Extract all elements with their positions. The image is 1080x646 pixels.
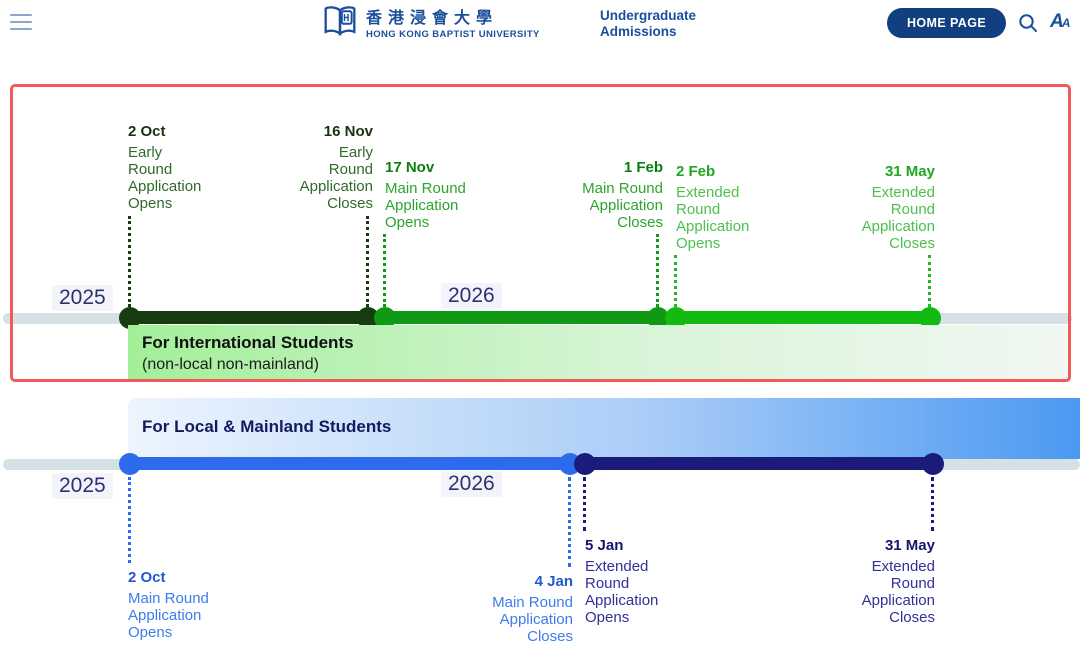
connector-dotted-line — [366, 216, 369, 307]
connector-dotted-line — [583, 477, 586, 531]
connector-dotted-line — [383, 234, 386, 307]
menu-icon[interactable] — [10, 14, 32, 30]
font-size-icon[interactable]: AA — [1050, 11, 1071, 32]
search-icon[interactable] — [1018, 13, 1038, 38]
international-subtitle: (non-local non-mainland) — [142, 356, 319, 373]
event-extended-round-opens-local: 5 Jan Extended Round Application Opens — [585, 537, 659, 626]
event-main-round-closes-local: 4 Jan Main Round Application Closes — [492, 573, 573, 645]
book-logo-icon — [322, 5, 358, 44]
event-date: 31 May — [884, 163, 935, 180]
event-date: 5 Jan — [585, 537, 624, 554]
connector-dotted-line — [128, 477, 131, 563]
site-title-line2: Admissions — [600, 24, 677, 39]
event-main-round-opens-local: 2 Oct Main Round Application Opens — [128, 569, 209, 641]
segment-main-round-local — [119, 452, 581, 475]
local-title: For Local & Mainland Students — [142, 417, 392, 436]
event-extended-round-opens-intl: 2 Feb Extended Round Application Opens — [676, 163, 750, 252]
connector-dotted-line — [928, 255, 931, 307]
segment-extended-round-local — [574, 452, 944, 475]
event-date: 1 Feb — [623, 159, 663, 176]
logo-chinese: 香港浸會大學 — [366, 9, 499, 27]
home-page-button[interactable]: HOME PAGE — [887, 8, 1007, 38]
logo-text: 香港浸會大學 HONG KONG BAPTIST UNIVERSITY — [366, 9, 540, 41]
event-early-round-closes: 16 Nov Early Round Application Closes — [299, 123, 373, 212]
event-date: 31 May — [884, 537, 935, 554]
connector-dotted-line — [656, 234, 659, 307]
event-date: 2 Feb — [676, 163, 716, 180]
connector-dotted-line — [128, 216, 131, 307]
site-title-line1: Undergraduate — [600, 8, 697, 23]
connector-dotted-line — [931, 477, 934, 531]
event-extended-round-closes-intl: 31 May Extended Round Application Closes — [861, 163, 935, 252]
event-early-round-opens: 2 Oct Early Round Application Opens — [128, 123, 202, 212]
segment-early-round — [119, 306, 379, 329]
international-title: For International Students — [142, 333, 354, 352]
local-students-banner: For Local & Mainland Students — [128, 398, 1080, 459]
segment-main-round-intl — [374, 306, 669, 329]
hkbu-logo[interactable]: 香港浸會大學 HONG KONG BAPTIST UNIVERSITY — [322, 5, 540, 44]
year-label: 2025 — [52, 285, 113, 311]
year-label: 2026 — [441, 471, 502, 497]
event-date: 2 Oct — [128, 123, 166, 140]
event-main-round-closes-intl: 1 Feb Main Round Application Closes — [582, 159, 663, 231]
segment-extended-round-intl — [665, 306, 941, 329]
site-title: Undergraduate Admissions — [600, 8, 696, 40]
header: 香港浸會大學 HONG KONG BAPTIST UNIVERSITY Unde… — [0, 0, 1080, 50]
event-main-round-opens-intl: 17 Nov Main Round Application Opens — [385, 159, 466, 231]
year-label: 2026 — [441, 283, 502, 309]
international-students-banner: For International Students (non-local no… — [128, 325, 1069, 379]
event-date: 16 Nov — [323, 123, 373, 140]
year-label: 2025 — [52, 473, 113, 499]
event-date: 2 Oct — [128, 569, 166, 586]
event-date: 17 Nov — [385, 159, 435, 176]
event-date: 4 Jan — [534, 573, 573, 590]
connector-dotted-line — [674, 255, 677, 307]
event-extended-round-closes-local: 31 May Extended Round Application Closes — [861, 537, 935, 626]
logo-english: HONG KONG BAPTIST UNIVERSITY — [366, 28, 540, 40]
connector-dotted-line — [568, 477, 571, 567]
